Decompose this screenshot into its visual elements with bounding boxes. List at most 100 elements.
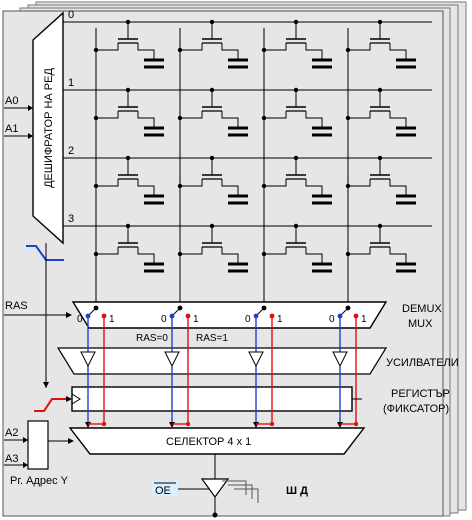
input-a1-label: A1 [5,123,18,135]
switch-label-1: 1 [109,314,115,325]
row-decoder-label: ДЕШИФРАТОР НА РЕД [43,68,55,188]
cell-source [137,111,155,128]
memory-cell [93,87,164,137]
cell-source [137,247,155,264]
cell-drain [180,247,203,255]
cell-bitline-node [345,183,351,189]
cell-source [389,111,407,128]
cell-bitline-node [261,47,267,53]
cell-source [389,43,407,60]
cell-drain [348,247,371,255]
row-numbers: 0 1 2 3 [68,9,74,225]
cell-bitline-node [177,115,183,121]
memory-cell [177,87,248,137]
mux-label: MUX [408,318,433,330]
cell-source [137,179,155,196]
switch-label-0: 0 [329,314,335,325]
amplifiers-label: УСИЛВАТЕЛИ [386,357,459,369]
cell-drain [348,43,371,51]
cell-source [221,179,239,196]
switch-label-1: 1 [193,314,199,325]
memory-cell [345,155,416,205]
register-label: РЕГИСТЪР [391,388,450,400]
cell-drain [348,179,371,187]
memory-cell [345,87,416,137]
cell-bitline-node [177,183,183,189]
demux-label: DEMUX [402,303,442,315]
ras-input: RAS [4,300,72,318]
cell-drain [96,111,119,119]
memory-array [63,19,432,308]
row-number-1: 1 [68,77,74,89]
cell-source [137,43,155,60]
cell-bitline-node [261,183,267,189]
switch-label-0: 0 [245,314,251,325]
cell-bitline-node [345,47,351,53]
ras-waveform [26,245,64,261]
cell-bitline-node [93,115,99,121]
amplifier-triangle [164,351,180,368]
row-number-3: 3 [68,213,74,225]
amplifiers: УСИЛВАТЕЛИ [56,347,459,375]
amplifier-triangle [248,351,264,368]
cell-drain [96,247,119,255]
cell-bitline-node [345,115,351,121]
row-number-2: 2 [68,145,74,157]
ras-state-zero: RAS=0 [136,333,168,344]
cell-drain [348,111,371,119]
data-bus-label: Ш Д [286,485,308,497]
decoder-arrow [43,382,49,388]
ras-state-one: RAS=1 [196,333,228,344]
column-address-register: A2 A3 Рг. Адрес Y [4,420,74,487]
cell-bitline-node [261,115,267,121]
memory-cell [261,87,332,137]
cell-drain [96,43,119,51]
cell-bitline-node [345,251,351,257]
selector: СЕЛЕКТОР 4 x 1 [68,427,366,455]
cell-source [305,111,323,128]
cell-bitline-node [93,183,99,189]
memory-cell [93,19,164,69]
amplifier-triangle [332,351,348,368]
switch-label-1: 1 [361,314,367,325]
cell-source [221,43,239,60]
memory-cell [93,223,164,273]
register-sub-label: (ФИКСАТОР) [383,403,449,415]
cell-source [221,111,239,128]
cell-drain [264,43,287,51]
amplifier-triangle [80,351,96,368]
cell-source [305,247,323,264]
memory-cell [177,223,248,273]
input-a3-label: A3 [5,453,18,465]
memory-cell [261,223,332,273]
row-number-0: 0 [68,9,74,21]
memory-cell [93,155,164,205]
cell-source [305,179,323,196]
cell-source [389,247,407,264]
switch-label-0: 0 [161,314,167,325]
input-a0-label: A0 [5,95,18,107]
cell-source [389,179,407,196]
cell-bitline-node [261,251,267,257]
address-register-label: Рг. Адрес Y [10,475,69,487]
cell-bitline-node [93,47,99,53]
cell-drain [180,111,203,119]
input-a2-label: A2 [5,427,18,439]
memory-cell [261,155,332,205]
output-stage: OE Ш Д [152,454,308,518]
cell-source [305,43,323,60]
cell-source [221,247,239,264]
cell-bitline-node [177,251,183,257]
oe-label: OE [155,485,171,497]
memory-cell [345,19,416,69]
memory-cell [177,155,248,205]
cell-drain [180,179,203,187]
switch-label-0: 0 [77,314,83,325]
cell-drain [264,111,287,119]
switch-label-1: 1 [277,314,283,325]
